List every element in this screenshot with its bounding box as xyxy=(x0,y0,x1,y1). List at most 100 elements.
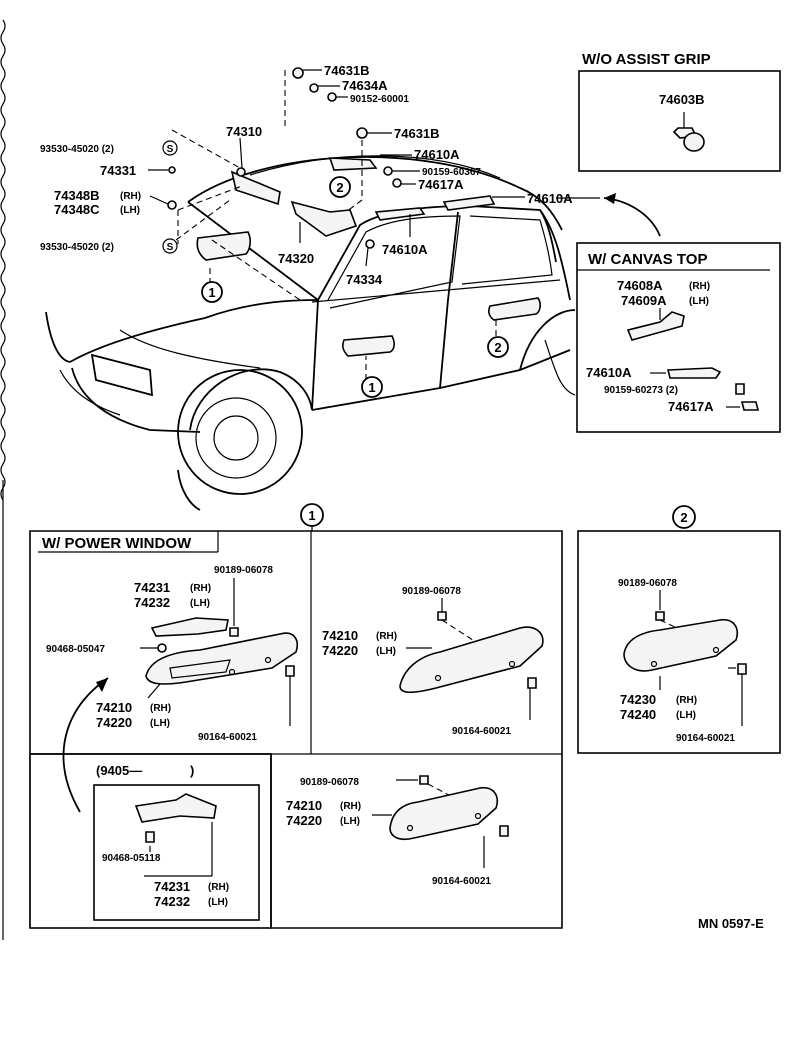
callout-text: 2 xyxy=(494,340,501,355)
nut xyxy=(437,611,447,621)
canvas-bracket xyxy=(626,311,685,341)
part-number: 90159-60273 (2) xyxy=(604,385,678,396)
spec-label: (RH) xyxy=(376,631,397,642)
nut xyxy=(229,627,239,637)
part-number: 74631B xyxy=(324,63,370,78)
callout-text: 1 xyxy=(308,508,315,523)
canvas-screw xyxy=(735,383,745,395)
part-number: 74631B xyxy=(394,126,440,141)
part-number: 74617A xyxy=(668,399,714,414)
visor-parts xyxy=(167,67,496,249)
car-callouts xyxy=(201,176,509,398)
part-number: 74210 xyxy=(286,798,322,813)
top-leaders xyxy=(148,69,661,380)
part-number: 74617A xyxy=(418,177,464,192)
callout-text: 1 xyxy=(368,380,375,395)
spec-label: (RH) xyxy=(190,583,211,594)
part-number: 74610A xyxy=(414,147,460,162)
part-number: 90164-60021 xyxy=(676,733,735,744)
spec-label: (LH) xyxy=(340,816,360,827)
spec-label: (LH) xyxy=(689,296,709,307)
spec-label: (LH) xyxy=(120,205,140,216)
car-illustration xyxy=(45,155,576,511)
assist-box xyxy=(578,70,781,172)
armrest-right xyxy=(623,618,738,672)
spec-label: (LH) xyxy=(208,897,228,908)
armrest-low xyxy=(389,786,498,841)
part-number: 74610A xyxy=(586,365,632,380)
s-marker-text: S xyxy=(167,242,174,253)
drawing-code: MN 0597-E xyxy=(698,916,764,931)
part-number: 74210 xyxy=(96,700,132,715)
s-marker-icon xyxy=(162,238,178,254)
clip-part xyxy=(672,112,705,152)
canvas-box xyxy=(576,242,781,433)
callout-2-visor xyxy=(329,176,351,198)
screw xyxy=(285,665,295,677)
part-number: 90164-60021 xyxy=(198,732,257,743)
sub-box-title: (9405— xyxy=(96,763,142,778)
part-number: 93530-45020 (2) xyxy=(40,242,114,253)
screw xyxy=(527,677,537,689)
section-callout-2 xyxy=(672,505,696,529)
part-number: 90189-06078 xyxy=(300,777,359,788)
clip xyxy=(145,831,155,843)
part-number: 90468-05118 xyxy=(102,853,161,864)
canvas-box-title: W/ CANVAS TOP xyxy=(588,251,707,268)
spec-label: (RH) xyxy=(340,801,361,812)
spec-label: (LH) xyxy=(676,710,696,721)
part-number: 74210 xyxy=(322,628,358,643)
switch-bezel xyxy=(150,617,229,637)
callout-2-door xyxy=(487,336,509,358)
part-number: 74609A xyxy=(621,293,667,308)
part-number: 74608A xyxy=(617,278,663,293)
assist-box-title: W/O ASSIST GRIP xyxy=(582,51,711,68)
clip xyxy=(157,643,167,653)
callout-text: 2 xyxy=(336,180,343,195)
part-number: 74320 xyxy=(278,251,314,266)
screw xyxy=(499,825,509,837)
part-number: 74610A xyxy=(382,242,428,257)
screw xyxy=(737,663,747,675)
spec-label: (LH) xyxy=(376,646,396,657)
part-number: 74231 xyxy=(134,580,170,595)
s-marker-text: S xyxy=(167,144,174,155)
sub-box xyxy=(93,784,260,921)
sub-box-title-end: ) xyxy=(190,763,194,778)
spec-label: (RH) xyxy=(689,281,710,292)
part-number: 74634A xyxy=(342,78,388,93)
spec-label: (RH) xyxy=(208,882,229,893)
part-number: 90152-60001 xyxy=(350,94,409,105)
part-number: 90164-60021 xyxy=(432,876,491,887)
spec-label: (LH) xyxy=(150,718,170,729)
part-number: 74610A xyxy=(527,191,573,206)
part-number: 74240 xyxy=(620,707,656,722)
part-number: 74220 xyxy=(322,643,358,658)
part-number: 74310 xyxy=(226,124,262,139)
part-number: 93530-45020 (2) xyxy=(40,144,114,155)
spec-label: (RH) xyxy=(676,695,697,706)
switch-bezel-late xyxy=(134,793,217,823)
spec-label: (RH) xyxy=(120,191,141,202)
part-number: 90164-60021 xyxy=(452,726,511,737)
spec-label: (LH) xyxy=(190,598,210,609)
part-number: 90189-06078 xyxy=(214,565,273,576)
curved-arrow xyxy=(62,677,109,813)
part-number: 74220 xyxy=(286,813,322,828)
part-number: 74334 xyxy=(346,272,383,287)
nut xyxy=(655,611,665,621)
callout-1-mirror xyxy=(201,281,223,303)
part-number: 74603B xyxy=(659,92,705,107)
nut xyxy=(419,775,429,785)
part-number: 74348C xyxy=(54,202,100,217)
part-number: 90189-06078 xyxy=(402,586,461,597)
armrest-mid xyxy=(399,626,544,694)
spec-label: (RH) xyxy=(150,703,171,714)
part-number: 74348B xyxy=(54,188,100,203)
section-2-frame xyxy=(577,530,781,754)
part-number: 74232 xyxy=(134,595,170,610)
s-marker-icon xyxy=(162,140,178,156)
part-number: 74231 xyxy=(154,879,190,894)
part-number: 74232 xyxy=(154,894,190,909)
